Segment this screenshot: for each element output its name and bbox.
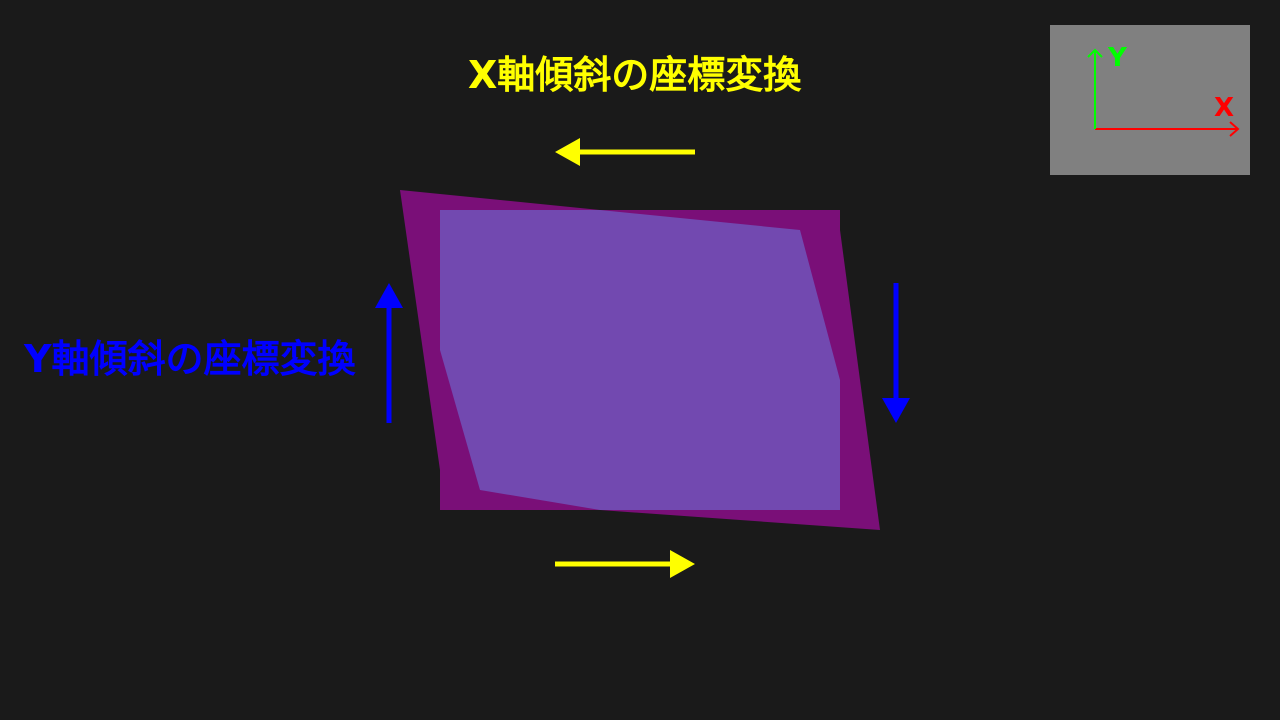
- x-skew-title: X軸傾斜の座標変換: [468, 53, 802, 97]
- x-axis-label: X: [1214, 93, 1235, 123]
- axis-arrows: [1087, 48, 1240, 137]
- y-axis-arrowhead: [1087, 48, 1103, 58]
- axis-indicator: X Y: [1050, 25, 1250, 175]
- x-skew-arrow-bottom: [555, 550, 695, 578]
- x-axis-arrowhead: [1229, 121, 1240, 137]
- y-skew-arrow-right: [882, 283, 910, 423]
- y-skew-title: Y軸傾斜の座標変換: [24, 337, 356, 381]
- y-axis-label: Y: [1108, 43, 1127, 73]
- x-skewed-shape: [440, 210, 840, 510]
- y-skew-arrow-left: [375, 283, 403, 423]
- x-skew-arrow-top: [555, 138, 695, 166]
